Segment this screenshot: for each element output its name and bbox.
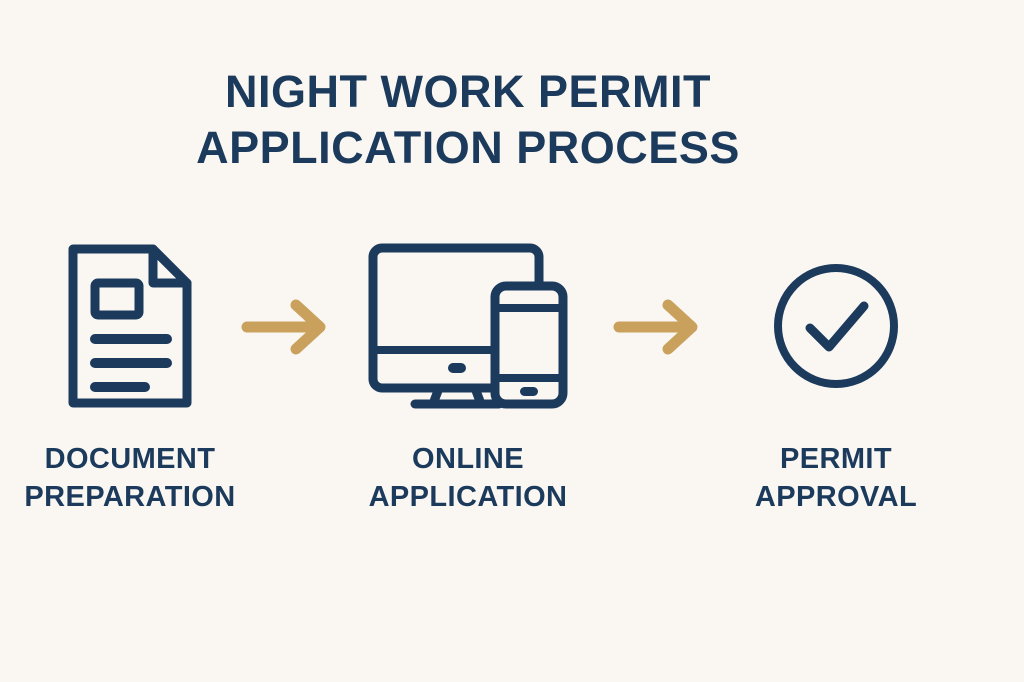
step-caption-line-1: DOCUMENT <box>44 443 216 475</box>
process-step-permit-approval: PERMIT APPROVAL <box>711 238 961 528</box>
title-line-2: APPLICATION PROCESS <box>196 122 740 173</box>
arrow-right-icon <box>612 298 712 356</box>
step-caption-line-2: APPLICATION <box>368 481 568 513</box>
step-caption-line-2: APPROVAL <box>754 481 918 513</box>
document-icon <box>5 238 255 414</box>
check-circle-icon <box>711 238 961 414</box>
step-caption: PERMIT APPROVAL <box>711 440 961 516</box>
process-step-online-application: ONLINE APPLICATION <box>343 238 593 528</box>
step-caption-line-1: PERMIT <box>780 443 892 475</box>
process-flow: DOCUMENT PREPARATION <box>0 238 936 528</box>
arrow-right-icon <box>240 298 340 356</box>
process-step-document-preparation: DOCUMENT PREPARATION <box>5 238 255 528</box>
desktop-and-mobile-icon <box>343 238 593 414</box>
step-caption: ONLINE APPLICATION <box>343 440 593 516</box>
title-line-1: NIGHT WORK PERMIT <box>225 66 711 117</box>
page-title: NIGHT WORK PERMIT APPLICATION PROCESS <box>0 64 936 176</box>
step-caption-line-2: PREPARATION <box>24 481 236 513</box>
step-caption-line-1: ONLINE <box>412 443 524 475</box>
step-caption: DOCUMENT PREPARATION <box>5 440 255 516</box>
